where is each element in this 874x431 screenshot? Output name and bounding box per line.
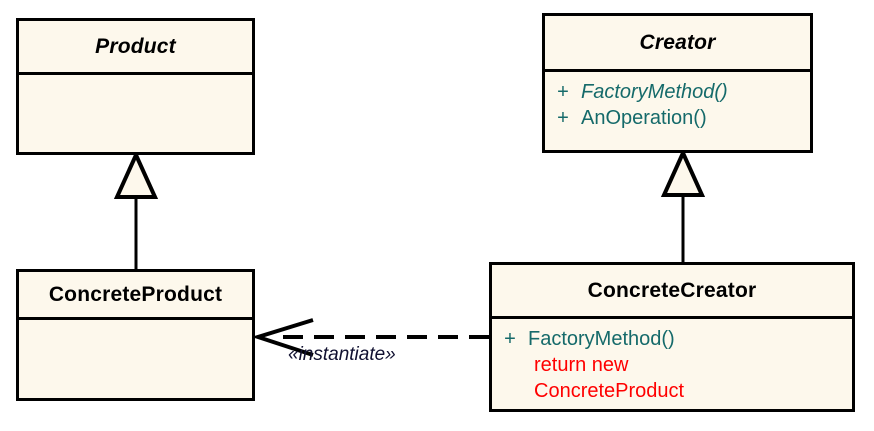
class-name-concretecreator: ConcreteCreator xyxy=(587,278,757,302)
class-box-concreteproduct[interactable]: ConcreteProduct xyxy=(16,269,255,401)
hollow-triangle-arrowhead-creator xyxy=(660,148,706,197)
dependency-instantiate[interactable] xyxy=(251,318,489,357)
class-box-creator[interactable]: Creator + FactoryMethod() + AnOperation(… xyxy=(542,13,813,153)
class-name-product: Product xyxy=(95,34,176,58)
class-box-product[interactable]: Product xyxy=(16,18,255,155)
member-row[interactable]: + FactoryMethod() xyxy=(492,326,852,352)
member-visibility: + xyxy=(557,107,569,129)
member-visibility: + xyxy=(557,81,569,103)
open-arrowhead-instantiate xyxy=(251,318,314,357)
class-members-concretecreator: + FactoryMethod() return new ConcretePro… xyxy=(492,316,852,409)
member-note-line: return new xyxy=(534,354,629,376)
generalization-concretecreator-to-creator[interactable] xyxy=(660,148,706,262)
stereotype-label-instantiate: «instantiate» xyxy=(288,344,396,365)
member-row[interactable]: + FactoryMethod() xyxy=(545,79,810,105)
class-name-concreteproduct: ConcreteProduct xyxy=(48,282,223,306)
member-visibility: + xyxy=(504,328,516,350)
member-note-line: ConcreteProduct xyxy=(534,380,685,402)
class-name-creator: Creator xyxy=(639,30,716,54)
member-signature: FactoryMethod() xyxy=(528,328,675,350)
class-members-concreteproduct xyxy=(19,317,252,398)
class-members-creator: + FactoryMethod() + AnOperation() xyxy=(545,69,810,150)
class-members-product xyxy=(19,72,252,152)
member-row[interactable]: + AnOperation() xyxy=(545,105,810,131)
generalization-concreteproduct-to-product[interactable] xyxy=(113,150,159,269)
member-signature: AnOperation() xyxy=(581,107,707,129)
class-box-concretecreator[interactable]: ConcreteCreator + FactoryMethod() return… xyxy=(489,262,855,412)
member-signature: FactoryMethod() xyxy=(581,81,728,103)
hollow-triangle-arrowhead-product xyxy=(113,150,159,199)
